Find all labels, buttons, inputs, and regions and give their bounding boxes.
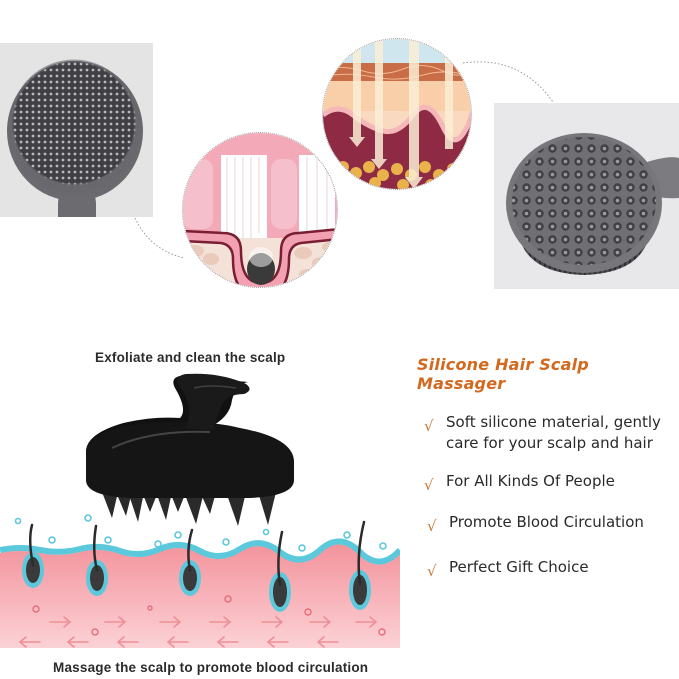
feature-text: For All Kinds Of People bbox=[446, 472, 615, 490]
right-brush-photo bbox=[494, 103, 679, 289]
round-brush-image bbox=[7, 59, 143, 217]
left-brush-photo bbox=[0, 43, 153, 217]
feature-text: Promote Blood Circulation bbox=[449, 513, 644, 531]
massage-caption: Massage the scalp to promote blood circu… bbox=[53, 660, 369, 675]
scrub-brush-image bbox=[506, 133, 679, 275]
feature-text: Perfect Gift Choice bbox=[449, 558, 589, 576]
arrows-left bbox=[18, 636, 339, 648]
skin-layer-diagram bbox=[322, 38, 472, 190]
exfoliate-caption: Exfoliate and clean the scalp bbox=[95, 350, 286, 365]
scalp-massage-illustration bbox=[0, 373, 400, 648]
feature-text: Soft silicone material, gently care for … bbox=[446, 413, 661, 452]
product-title: Silicone Hair Scalp Massager bbox=[417, 355, 589, 393]
feature-item-gift-choice: √ Perfect Gift Choice bbox=[427, 557, 589, 582]
scalp-massager-device bbox=[86, 373, 294, 526]
feature-item-soft-silicone: √ Soft silicone material, gently care fo… bbox=[424, 412, 661, 454]
hair-follicles bbox=[22, 520, 371, 612]
checkmark-icon: √ bbox=[424, 476, 434, 494]
checkmark-icon: √ bbox=[427, 517, 437, 535]
arrows-right bbox=[49, 616, 378, 628]
checkmark-icon: √ bbox=[424, 417, 434, 435]
checkmark-icon: √ bbox=[427, 562, 437, 580]
feature-item-blood-circulation: √ Promote Blood Circulation bbox=[427, 512, 644, 537]
pore-cleaning-diagram bbox=[182, 132, 338, 288]
feature-item-all-people: √ For All Kinds Of People bbox=[424, 471, 615, 496]
